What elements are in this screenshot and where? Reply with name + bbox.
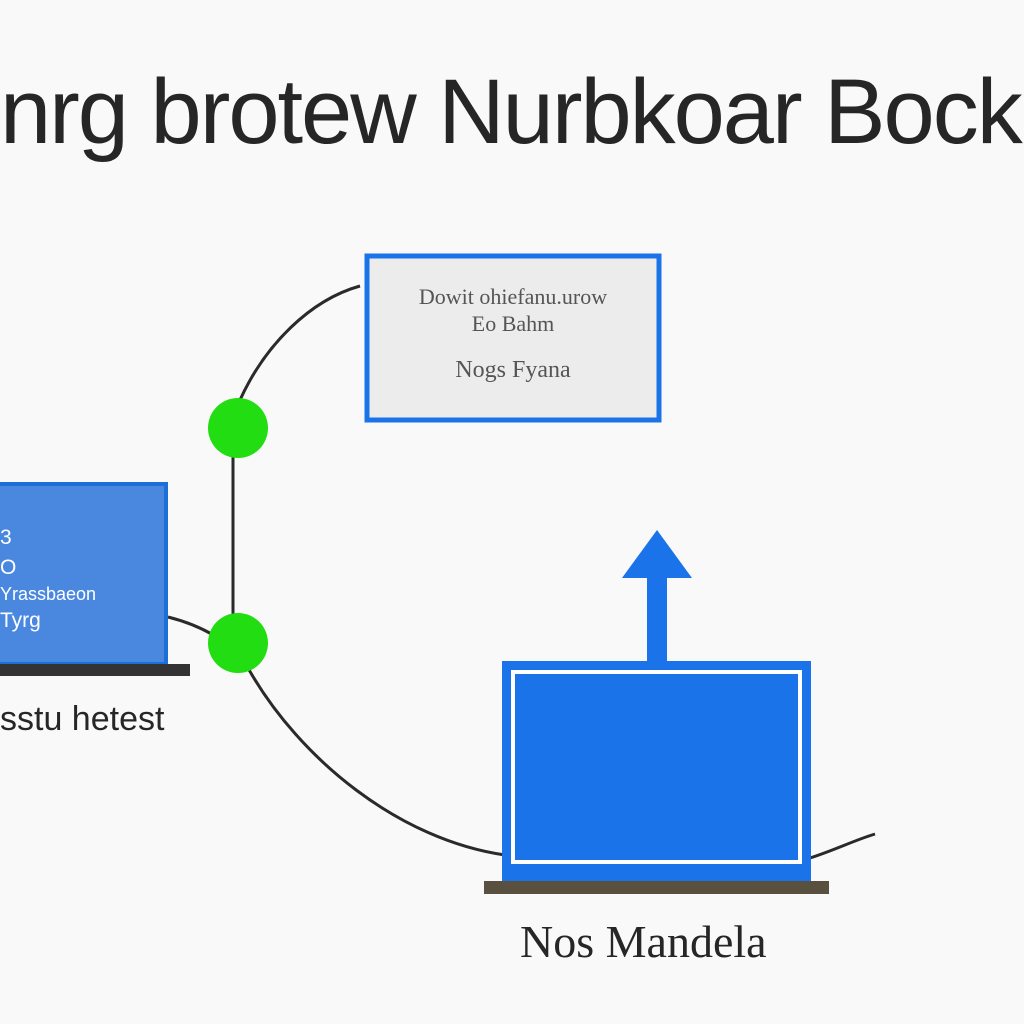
info-box-line: Dowit ohiefanu.urow: [418, 284, 608, 309]
left-laptop-text: 3: [0, 526, 12, 549]
connector-bottom-arc: [246, 667, 506, 857]
connector-right-tail: [809, 832, 876, 860]
arrow-shaft: [647, 576, 667, 664]
connector-top-arc: [238, 284, 361, 401]
arrow-up-icon: [622, 530, 692, 578]
info-box-line: Eo Bahm: [471, 311, 555, 336]
left-laptop-text: Tyrg: [0, 609, 41, 632]
left-laptop-base: [0, 664, 190, 676]
left-laptop-text: Yrassbaeon: [0, 584, 97, 604]
bottom-device-frame[interactable]: [502, 661, 811, 881]
page-title: nrg brotew Nurbkoar Bock|: [0, 62, 1024, 162]
bottom-device-label: Nos Mandela: [520, 916, 767, 967]
info-box[interactable]: [364, 253, 662, 423]
node-bottom[interactable]: [208, 613, 268, 673]
connector-laptop-link: [167, 615, 216, 638]
node-top[interactable]: [208, 398, 268, 458]
info-box-line: Nogs Fyana: [455, 357, 571, 383]
left-laptop-text: O: [0, 556, 17, 579]
bottom-device-inner-border: [511, 670, 802, 864]
left-laptop-label: sstu hetest: [0, 700, 165, 738]
bottom-device-base: [484, 881, 829, 894]
